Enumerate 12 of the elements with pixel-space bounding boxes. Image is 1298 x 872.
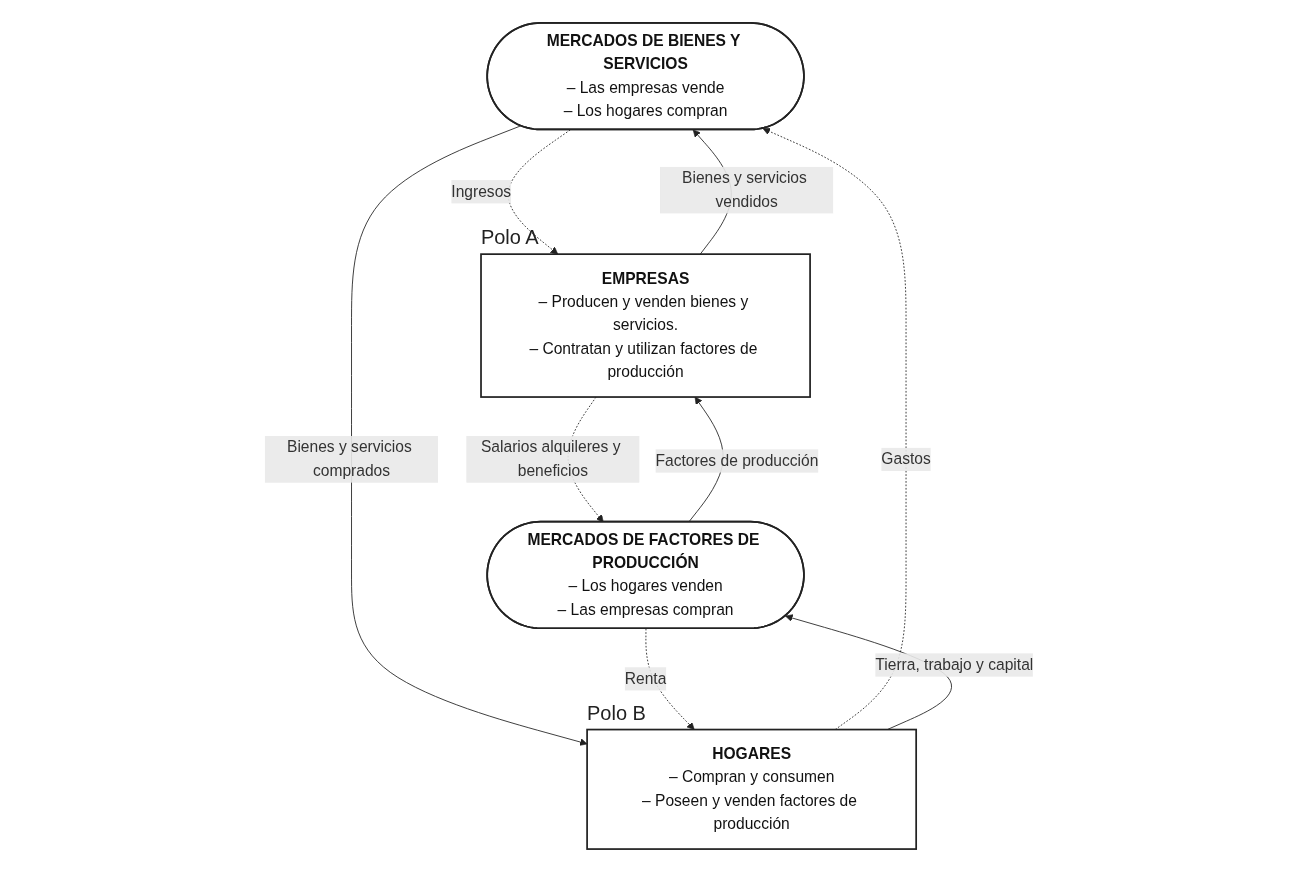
edge-label: Renta — [624, 669, 667, 688]
node-caption: Polo A — [480, 226, 539, 250]
edge-label: Gastos — [881, 450, 931, 468]
node-box: HOGARES – Compran y consumen – Poseen y venden factores de producción — [586, 728, 917, 850]
edge-label: Tierra, trabajo y capital — [875, 655, 1034, 674]
node-caption: Polo B — [586, 701, 646, 725]
edge-label: Ingresos — [451, 182, 511, 201]
edge-label: Factores de producción — [655, 451, 819, 470]
node-box: EMPRESAS – Producen y venden bienes y servicios. – Contratan y utilizan factores de producción — [480, 253, 811, 398]
edge-label: Salarios alquileres y beneficios — [480, 438, 621, 480]
edge-label: Bienes y servicios comprados — [286, 438, 412, 480]
edge-label: Bienes y servicios vendidos — [681, 169, 807, 211]
